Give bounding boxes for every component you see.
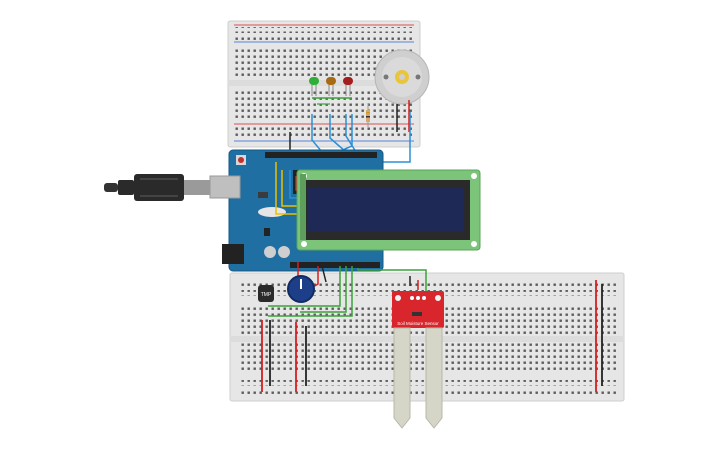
temperature-sensor[interactable]: TMP [258, 285, 274, 302]
led-green[interactable] [309, 77, 319, 96]
usb-cable[interactable] [104, 174, 214, 201]
potentiometer[interactable] [287, 275, 315, 303]
lcd-screen [308, 187, 464, 231]
soil-moisture-sensor-label: Soil Moisture Sensor [397, 321, 439, 326]
led-red[interactable] [343, 77, 353, 96]
dc-motor[interactable] [374, 49, 430, 105]
resistor[interactable] [366, 103, 370, 128]
led-amber[interactable] [326, 77, 336, 96]
soil-moisture-sensor[interactable]: Soil Moisture Sensor [392, 291, 444, 429]
lcd-display[interactable] [296, 169, 481, 251]
temperature-sensor-label: TMP [261, 292, 272, 298]
bottom-wires[interactable] [268, 262, 427, 317]
rail-wires[interactable] [261, 280, 603, 392]
